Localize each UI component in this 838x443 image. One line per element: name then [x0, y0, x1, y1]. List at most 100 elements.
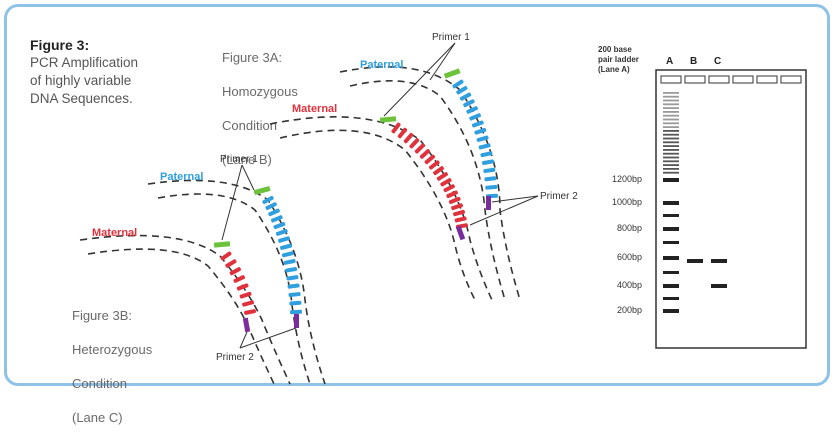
lane-c-band-lower	[711, 284, 727, 288]
panel-b-primer2-pointer-a	[239, 331, 248, 349]
panel-b-paternal-strand-inner	[157, 193, 311, 385]
gel-well-c	[708, 75, 730, 84]
ladder-fine-band	[663, 130, 679, 132]
ladder-band-600	[663, 256, 679, 260]
panel-a-maternal-repeat	[419, 149, 431, 159]
size-label-1200: 1200bp	[612, 174, 642, 184]
panel-b-maternal-repeat	[236, 283, 249, 291]
ladder-fine-band	[663, 149, 679, 151]
panel-a-maternal-primer2	[455, 225, 466, 241]
gel-body	[655, 69, 807, 349]
panel-b-primer1-pointer-b	[221, 164, 243, 241]
panel-a-paternal-repeat	[452, 79, 464, 89]
ladder-band-700	[663, 241, 679, 244]
panel-a-title-line-3: Condition	[222, 118, 277, 133]
panel-a-paternal-repeats	[452, 79, 499, 199]
panel-b-maternal-repeat	[242, 300, 255, 307]
panel-a-maternal-strand-outer	[269, 116, 493, 301]
panel-b-paternal-repeat	[281, 251, 294, 258]
panel-a-paternal-repeat	[471, 120, 484, 128]
panel-b-title-line-4: (Lane C)	[72, 410, 123, 425]
panel-a-maternal-repeat	[453, 209, 465, 217]
panel-a-paternal-strand-outer	[339, 66, 521, 301]
lane-label-a: A	[666, 56, 673, 67]
figure-description-line-3: DNA Sequences.	[30, 91, 133, 106]
panel-a-maternal-repeat	[403, 132, 414, 144]
panel-a-title-line-1: Figure 3A:	[222, 50, 282, 65]
panel-b-paternal-primer2	[294, 314, 299, 328]
panel-b-paternal-repeat	[270, 215, 283, 223]
panel-b-maternal-strand-outer	[79, 234, 291, 385]
panel-a-paternal-repeat	[480, 151, 493, 158]
panel-a-primer2-label: Primer 2	[540, 191, 578, 202]
panel-a-maternal-repeat	[451, 203, 463, 211]
panel-b-paternal-repeat	[265, 202, 277, 211]
panel-a-maternal-strand-inner	[279, 129, 477, 303]
panel-b-paternal-repeat	[283, 259, 296, 265]
size-label-400: 400bp	[617, 280, 642, 290]
figure-description-line-1: PCR Amplification	[30, 55, 139, 70]
panel-a-paternal-repeat	[482, 159, 495, 166]
size-label-200: 200bp	[617, 305, 642, 315]
gel-well-d	[732, 75, 754, 84]
panel-b-paternal-repeat	[287, 283, 300, 289]
panel-a-paternal-repeat	[469, 113, 481, 121]
panel-a-maternal-primer1	[379, 116, 397, 123]
panel-b-maternal-primer2	[242, 317, 251, 333]
ladder-fine-band	[663, 126, 679, 128]
panel-a-primer1-pointer-a	[429, 42, 456, 81]
panel-b-maternal-repeat	[229, 267, 242, 276]
panel-a-maternal-repeat	[448, 196, 461, 205]
panel-b-maternal-repeat	[233, 275, 246, 283]
gel-well-a	[660, 75, 682, 84]
panel-b-title-line-1: Figure 3B:	[72, 308, 132, 323]
panel-b-paternal-repeats	[262, 195, 303, 315]
panel-a-paternal-label: Paternal	[360, 59, 403, 71]
size-label-800: 800bp	[617, 223, 642, 233]
panel-a-maternal-repeat	[443, 184, 455, 193]
ladder-fine-band	[663, 133, 679, 136]
gel-well-f	[780, 75, 802, 84]
ladder-fine-band	[663, 103, 679, 106]
ladder-label-line-1: 200 base	[598, 45, 632, 54]
panel-a-maternal-repeats	[391, 122, 469, 229]
panel-a-maternal-repeat	[424, 154, 436, 165]
panel-b-paternal-repeat	[268, 208, 280, 217]
ladder-fine-band	[663, 95, 679, 98]
lane-c-band-upper	[711, 259, 727, 263]
ladder-fine-band	[663, 168, 679, 170]
lane-b-band	[687, 259, 703, 263]
panel-a-paternal-repeat	[485, 184, 498, 190]
panel-b-primer1-pointer-a	[241, 164, 255, 191]
panel-a-diagram: Primer 1 Primer 2 Paternal Maternal	[269, 32, 578, 303]
panel-b-primer1-label: Primer 1	[220, 154, 258, 165]
panel-b-primer2-label: Primer 2	[216, 352, 254, 363]
panel-a-maternal-repeat	[409, 138, 420, 149]
panel-a-maternal-label: Maternal	[292, 103, 337, 115]
panel-a-maternal-repeat	[428, 160, 440, 170]
panel-a-title: Figure 3A: Homozygous Condition (Lane B)	[222, 32, 298, 185]
gel-panel: 200 base pair ladder (Lane A) A B C 1200…	[598, 45, 807, 349]
ladder-fine-band	[663, 99, 679, 102]
panel-a-paternal-repeat	[478, 143, 491, 150]
panel-b-paternal-repeat	[285, 266, 298, 273]
ladder-band-400	[663, 284, 679, 288]
gel-well-e	[756, 75, 778, 84]
panel-a-primer1-pointer-b	[383, 42, 456, 117]
panel-b-paternal-strand-outer	[147, 179, 326, 385]
panel-b-maternal-repeat	[225, 259, 237, 268]
panel-a-paternal-repeat	[484, 176, 497, 182]
panel-a-primer2-pointer-a	[491, 195, 539, 203]
panel-b-paternal-label: Paternal	[160, 171, 203, 183]
figure-description-line-2: of highly variable	[30, 73, 132, 88]
panel-b-title-line-3: Condition	[72, 376, 127, 391]
gel-well-b	[684, 75, 706, 84]
ladder-band-500	[663, 271, 679, 274]
panel-b-maternal-repeat	[220, 251, 232, 261]
panel-b-paternal-repeat	[278, 236, 290, 243]
ladder-label-line-3: (Lane A)	[598, 65, 630, 74]
panel-a-primer2-pointer-b	[469, 195, 539, 226]
panel-b-maternal-repeats	[220, 251, 257, 315]
size-label-1000: 1000bp	[612, 197, 642, 207]
panel-b-diagram: Primer 1 Primer 2 Paternal Maternal	[79, 154, 326, 385]
